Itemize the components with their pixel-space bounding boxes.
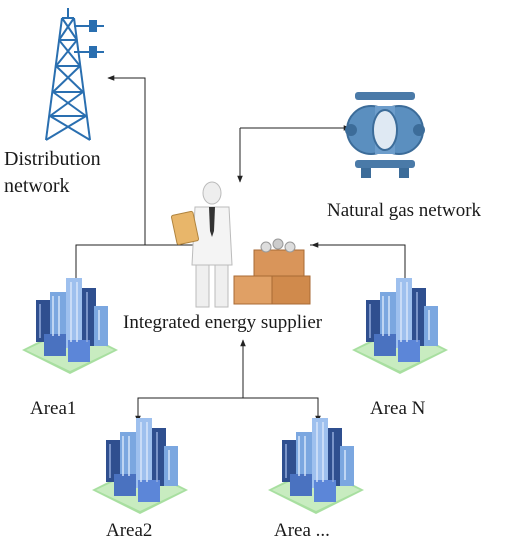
city-block-icon xyxy=(22,278,118,374)
city-block-icon xyxy=(268,418,364,514)
gas-pump-icon xyxy=(345,92,425,178)
area1-label: Area1 xyxy=(30,398,76,419)
area-n-label: Area N xyxy=(370,398,426,419)
businessman-with-boxes-icon xyxy=(170,181,311,308)
arrow-to-area2 xyxy=(135,397,243,423)
area-more-label: Area ... xyxy=(274,520,330,541)
natural-gas-network-label: Natural gas network xyxy=(327,200,482,221)
arrow-supplier-to-distribution xyxy=(107,75,146,245)
distribution-network-label-line2: network xyxy=(4,175,70,197)
connectors xyxy=(73,75,408,423)
city-block-icon xyxy=(92,418,188,514)
integrated-energy-supplier-label: Integrated energy supplier xyxy=(123,312,323,333)
arrow-to-arean xyxy=(310,244,408,301)
area2-label: Area2 xyxy=(106,520,152,541)
city-block-icon xyxy=(352,278,448,374)
arrow-to-area-more xyxy=(243,397,321,423)
transmission-tower-icon xyxy=(45,8,104,141)
distribution-network-label-line1: Distribution xyxy=(4,148,101,170)
